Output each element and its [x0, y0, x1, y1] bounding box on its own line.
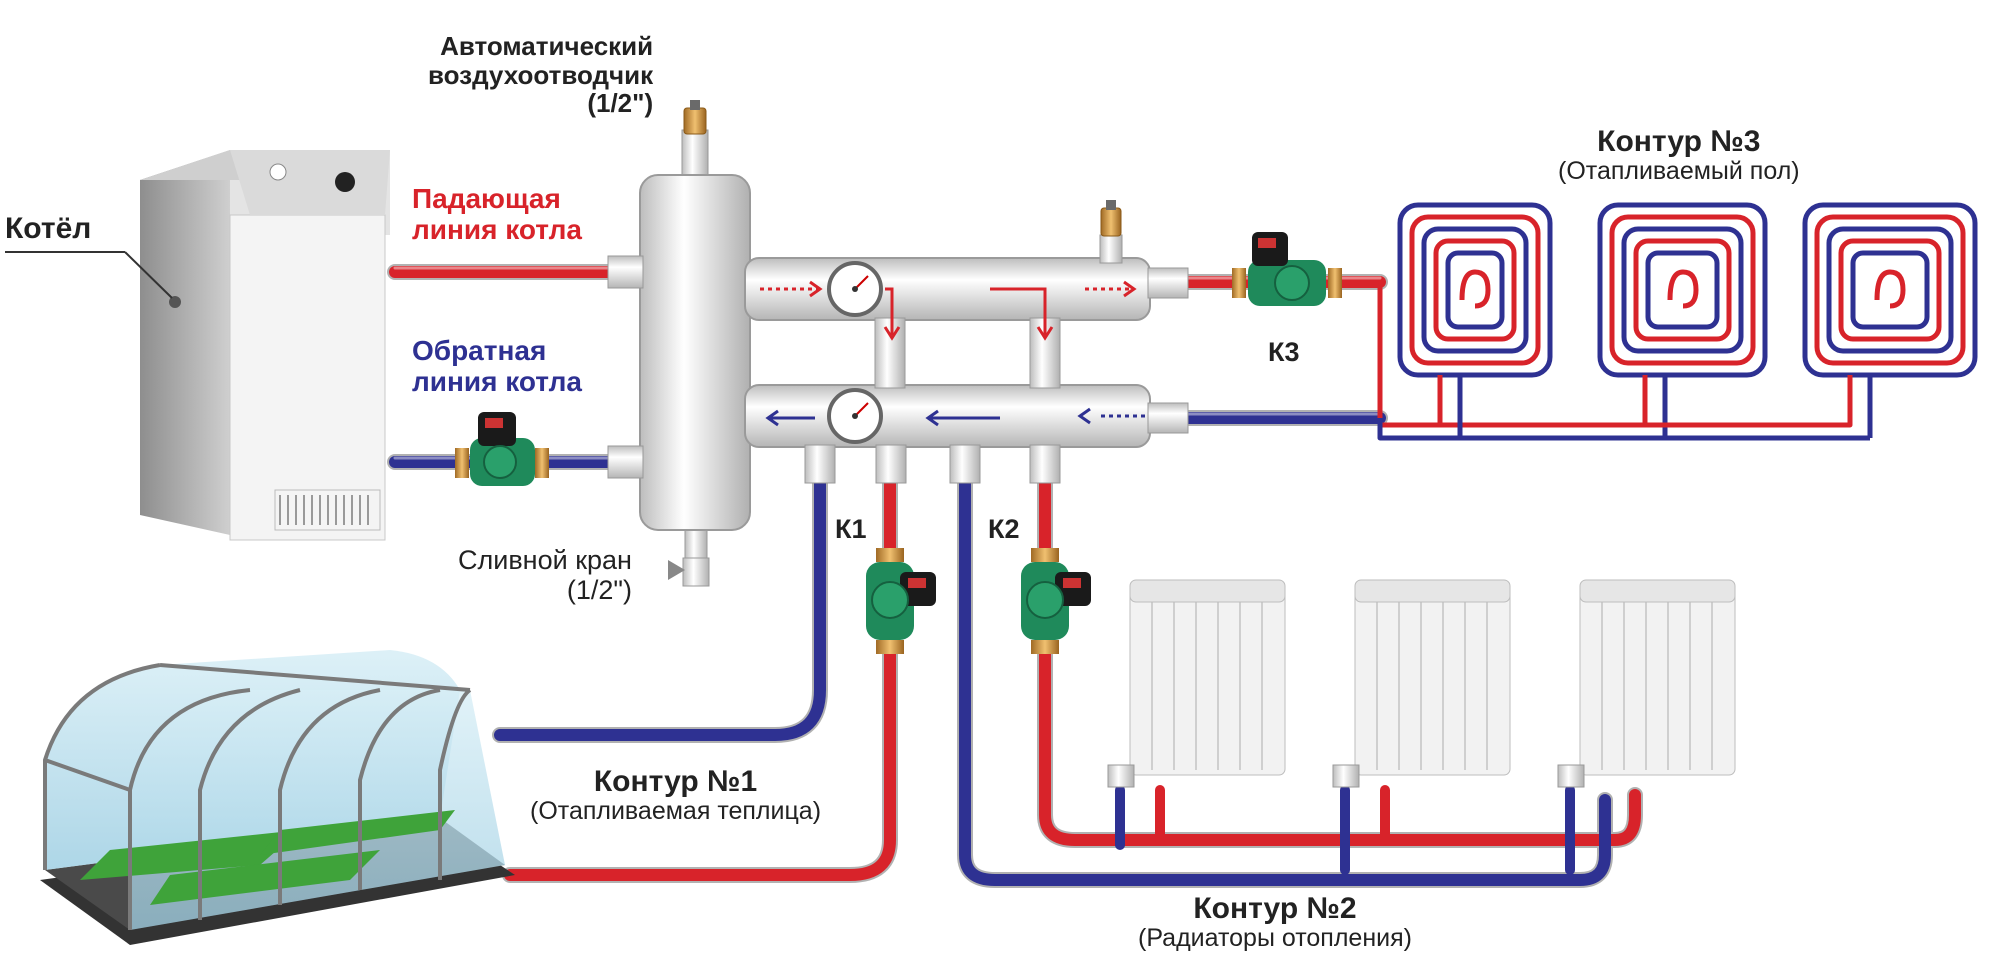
pressure-gauge-upper	[827, 261, 883, 317]
circuit1-subtitle: (Отапливаемая теплица)	[530, 797, 822, 825]
pump-k1-label: К1	[835, 514, 867, 544]
return-line-label-line2: линия котла	[412, 365, 582, 397]
circuit1-label: Контур №1 (Отапливаемая теплица)	[530, 765, 821, 826]
supply-line-label: Падающая линия котла	[412, 183, 582, 246]
pump-k3-label: К3	[1268, 337, 1300, 367]
pump-k2	[1021, 548, 1091, 654]
supply-line-label-line2: линия котла	[412, 213, 582, 245]
pump-k3	[1232, 232, 1342, 306]
air-vent-label: Автоматический воздухоотводчик (1/2")	[428, 32, 653, 118]
circuit2-subtitle: (Радиаторы отопления)	[1138, 924, 1412, 952]
drain-valve-label-line1: Сливной кран	[458, 545, 632, 575]
underfloor-heating	[1377, 202, 1978, 441]
return-line-label: Обратная линия котла	[412, 335, 582, 398]
supply-line-label-line1: Падающая	[412, 183, 561, 214]
return-line-label-line1: Обратная	[412, 335, 547, 366]
pressure-gauge-lower	[827, 388, 883, 444]
air-vent-label-line3: (1/2")	[587, 88, 654, 119]
circuit1-title: Контур №1	[593, 765, 758, 798]
greenhouse	[40, 650, 515, 945]
drain-valve-label-line2: (1/2")	[566, 574, 632, 605]
circuit2-label: Контур №2 (Радиаторы отопления)	[1138, 892, 1412, 953]
air-vent-label-line2: воздухоотводчик	[428, 59, 654, 90]
boiler	[140, 150, 390, 541]
circuit3-subtitle: (Отапливаемый пол)	[1558, 157, 1800, 185]
pump-k1	[866, 548, 936, 654]
hydraulic-separator	[607, 100, 1189, 587]
pump-k2-label: К2	[988, 514, 1020, 544]
boiler-label: Котёл	[5, 212, 92, 245]
circuit2-title: Контур №2	[1193, 892, 1357, 925]
drain-valve-label: Сливной кран (1/2")	[458, 545, 632, 605]
pump-boiler	[455, 412, 549, 486]
circuit3-label: Контур №3 (Отапливаемый пол)	[1558, 125, 1800, 186]
circuit3-title: Контур №3	[1597, 125, 1761, 158]
air-vent-label-line1: Автоматический	[440, 31, 654, 61]
radiators	[1107, 579, 1736, 788]
